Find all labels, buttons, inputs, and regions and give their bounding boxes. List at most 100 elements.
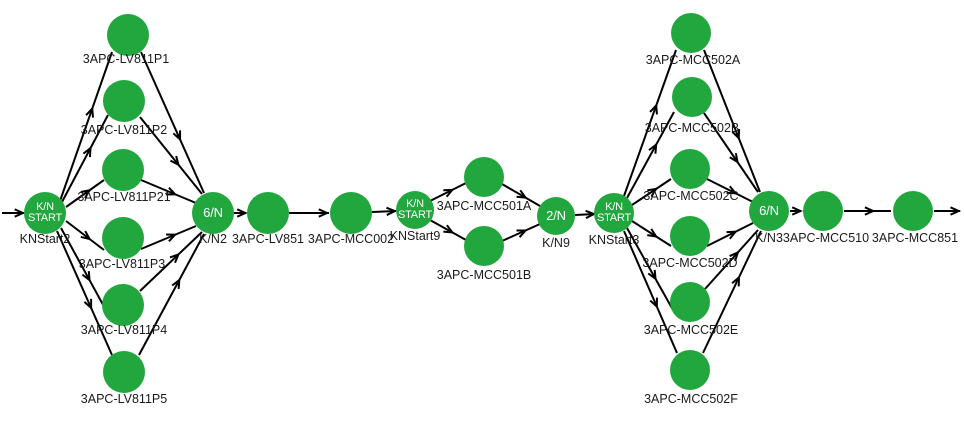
node-caption-lv851: 3APC-LV851: [231, 232, 305, 246]
graph-node-lv811p1[interactable]: [107, 14, 149, 56]
edge: [65, 220, 105, 251]
edge: [139, 231, 203, 292]
edge-arrowhead-icon: [443, 188, 455, 198]
edge-line: [140, 51, 205, 194]
graph-node-mcc501a[interactable]: [464, 157, 504, 197]
graph-node-mcc502b[interactable]: [672, 77, 712, 117]
edge-line: [501, 223, 541, 242]
edge-line: [703, 49, 761, 193]
graph-node-mcc502f[interactable]: [670, 350, 710, 390]
edge: [706, 222, 754, 247]
edge: [429, 182, 467, 202]
graph-node-mcc510[interactable]: [803, 191, 843, 231]
edge-arrowhead-icon: [80, 230, 92, 241]
graph-node-knstart9[interactable]: K/N START: [396, 191, 434, 229]
edge-arrowhead-icon: [729, 152, 739, 165]
edge-arrowhead-icon: [791, 206, 803, 216]
graph-node-knstart2[interactable]: K/N START: [24, 192, 66, 234]
graph-node-lv811p5[interactable]: [103, 351, 145, 393]
graph-node-mcc851[interactable]: [893, 191, 933, 231]
edge-arrowhead-icon: [731, 275, 741, 287]
edge-line: [140, 225, 197, 250]
edge-arrowhead-icon: [236, 208, 248, 218]
edge: [501, 223, 541, 242]
edge: [65, 179, 105, 208]
node-inner-label: K/N START: [596, 200, 632, 224]
edge-arrowhead-icon: [80, 188, 92, 199]
edge-arrowhead-icon: [386, 206, 398, 216]
node-caption-knstart3: KNStart3: [588, 233, 640, 247]
edge-line: [704, 229, 759, 290]
node-caption-mcc502b: 3APC-MCC502B: [644, 121, 740, 135]
graph-node-mcc502a[interactable]: [671, 13, 711, 53]
edge-line: [140, 179, 197, 204]
edge: [140, 179, 197, 204]
graph-node-knstart3[interactable]: K/N START: [594, 193, 634, 233]
node-caption-mcc501b: 3APC-MCC501B: [436, 268, 532, 282]
edge-line: [138, 233, 205, 356]
edge-line: [61, 114, 109, 203]
edge-arrowhead-icon: [166, 187, 178, 196]
edge-arrowhead-icon: [647, 187, 659, 198]
node-inner-label: 6/N: [203, 205, 223, 220]
edge: [139, 116, 203, 195]
graph-node-kn3[interactable]: 6/N: [749, 191, 789, 231]
edge-arrowhead-icon: [81, 271, 91, 283]
edge: [371, 206, 398, 216]
graph-node-lv811p4[interactable]: [102, 284, 144, 326]
edge: [631, 220, 672, 247]
edge: [138, 233, 205, 356]
edge: [140, 51, 205, 194]
edge-arrowhead-icon: [649, 103, 658, 115]
edge: [934, 206, 962, 216]
node-caption-mcc501a: 3APC-MCC501A: [436, 199, 532, 213]
edge: [844, 206, 891, 216]
graph-node-kn2[interactable]: 6/N: [192, 192, 234, 234]
edge-line: [631, 178, 672, 206]
graph-node-mcc002[interactable]: [330, 192, 372, 234]
edge-arrowhead-icon: [649, 297, 658, 309]
graph-node-mcc502e[interactable]: [670, 282, 710, 322]
node-inner-label: K/N START: [27, 200, 63, 224]
edge-arrowhead-icon: [169, 155, 180, 167]
node-inner-label: 2/N: [546, 208, 566, 223]
graph-node-mcc501b[interactable]: [464, 226, 504, 266]
edge-arrowhead-icon: [171, 277, 181, 290]
edge-line: [626, 227, 674, 311]
edge: [623, 230, 678, 354]
node-caption-mcc502e: 3APC-MCC502E: [643, 323, 739, 337]
node-caption-mcc510: 3APC-MCC510: [782, 231, 870, 245]
node-caption-mcc502a: 3APC-MCC502A: [645, 53, 741, 67]
edge: [704, 229, 759, 290]
edge-line: [371, 210, 397, 213]
node-caption-mcc502d: 3APC-MCC502D: [642, 256, 738, 270]
graph-node-lv811p2[interactable]: [103, 80, 145, 122]
edge: [234, 208, 248, 218]
edge: [703, 49, 761, 193]
node-caption-mcc502f: 3APC-MCC502F: [644, 392, 738, 406]
edge: [626, 227, 674, 311]
edge-arrowhead-icon: [726, 230, 738, 240]
edge: [429, 219, 467, 241]
node-caption-kn9: K/N9: [542, 236, 570, 250]
node-caption-mcc002: 3APC-MCC002: [307, 232, 395, 246]
graph-node-kn9[interactable]: 2/N: [537, 197, 575, 235]
edge-arrowhead-icon: [726, 185, 738, 195]
edge-line: [65, 179, 105, 208]
edge-arrowhead-icon: [85, 106, 94, 118]
graph-node-lv811p21[interactable]: [102, 149, 144, 191]
edge-arrowhead-icon: [166, 233, 178, 242]
edge-line: [429, 182, 467, 202]
graph-node-mcc502d[interactable]: [670, 216, 710, 256]
node-caption-lv811p5: 3APC-LV811P5: [80, 392, 168, 406]
edge-line: [706, 222, 754, 247]
node-caption-lv811p1: 3APC-LV811P1: [82, 52, 170, 66]
graph-node-lv851[interactable]: [247, 192, 289, 234]
edge-line: [139, 116, 203, 195]
graph-node-lv811p3[interactable]: [102, 217, 144, 259]
graph-node-mcc502c[interactable]: [670, 149, 710, 189]
edge-arrowhead-icon: [647, 228, 659, 238]
edge-arrowhead-icon: [169, 252, 181, 264]
